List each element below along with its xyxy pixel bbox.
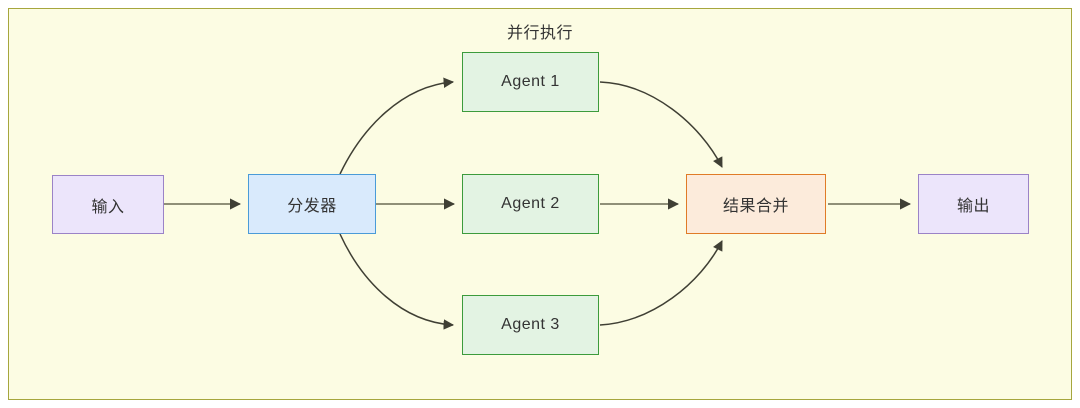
node-dispatcher-label: 分发器 (287, 198, 337, 215)
node-dispatcher[interactable]: 分发器 (248, 174, 376, 234)
edge-agent1-to-merge (599, 81, 723, 168)
node-agent-2-label: Agent 2 (501, 195, 560, 212)
edge-dispatcher-to-agent3 (339, 233, 455, 330)
node-result-merge-label: 结果合并 (722, 198, 789, 215)
edge-dispatcher-to-agent1 (339, 77, 455, 175)
edge-agent3-to-merge (599, 240, 723, 326)
node-agent-3[interactable]: Agent 3 (462, 295, 599, 355)
group-title: 并行执行 (506, 25, 573, 42)
node-result-merge[interactable]: 结果合并 (686, 174, 826, 234)
node-input[interactable]: 输入 (52, 175, 164, 234)
node-agent-2[interactable]: Agent 2 (462, 174, 599, 234)
node-agent-3-label: Agent 3 (501, 316, 560, 333)
node-output-label: 输出 (956, 198, 990, 215)
node-output[interactable]: 输出 (918, 174, 1029, 234)
node-agent-1[interactable]: Agent 1 (462, 52, 599, 112)
node-input-label: 输入 (91, 198, 125, 216)
node-agent-1-label: Agent 1 (501, 73, 560, 90)
